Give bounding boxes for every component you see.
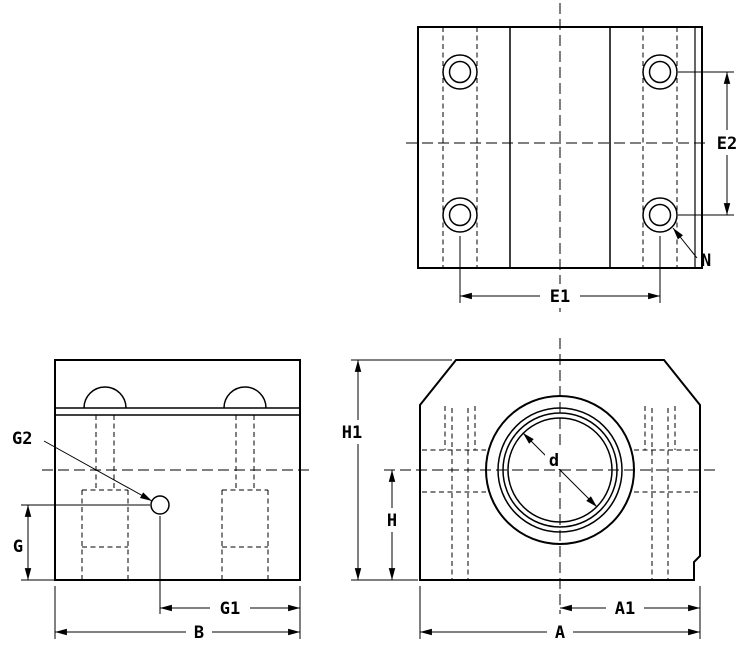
bore-circle (497, 407, 623, 533)
housing-boss-circle (485, 395, 635, 545)
oil-hole (150, 495, 170, 515)
top-view-outline (417, 26, 703, 269)
front-view-outline (419, 359, 701, 581)
front-view: d H1 H A1 A (334, 338, 716, 643)
bolt-hole-bottom-left (442, 197, 478, 233)
dim-label-e1: E1 (550, 287, 570, 307)
dimension-h1: H1 (334, 359, 452, 581)
callout-g2: G2 (12, 429, 153, 502)
bolt-hole-top-left (442, 54, 478, 90)
bolt-hole-bottom-right (642, 197, 678, 233)
callout-n: N (672, 227, 711, 271)
dim-label-h: H (387, 511, 397, 531)
dim-label-g: G (13, 537, 23, 557)
side-view: G2 G G1 B (12, 359, 314, 643)
dimension-e1: E1 (459, 236, 661, 308)
dim-label-d: d (549, 451, 559, 471)
hidden-hole-right (221, 415, 269, 580)
dimension-d: d (522, 432, 598, 508)
dim-label-g1: G1 (220, 599, 240, 619)
hidden-hole-left (81, 415, 129, 580)
hidden-bolt-hole-left (444, 406, 476, 580)
top-view: E2 E1 N (406, 3, 744, 312)
dimension-g: G (13, 504, 150, 581)
n-leader-line (672, 227, 698, 259)
bolt-hole-top-right (642, 54, 678, 90)
spotface-arc-left (83, 386, 127, 409)
bore-ring (507, 417, 613, 523)
g2-leader-line (43, 440, 153, 502)
dim-label-a: A (555, 623, 565, 643)
dimension-a1: A1 (560, 586, 701, 639)
dimension-b: B (54, 586, 300, 643)
dim-label-n: N (701, 251, 711, 271)
spotface-arc-right (223, 386, 267, 409)
dimension-a: A (419, 586, 700, 643)
bore-ring (502, 412, 618, 528)
dimension-e2: E2 (678, 71, 744, 216)
hidden-bolt-hole-right (644, 406, 676, 580)
dimension-g1: G1 (159, 516, 301, 639)
dim-label-g2: G2 (12, 429, 32, 449)
side-view-outline (54, 359, 301, 581)
dim-label-e2: E2 (717, 134, 737, 154)
hidden-wing-edges (422, 449, 698, 493)
dim-label-b: B (194, 623, 204, 643)
dim-label-h1: H1 (342, 423, 362, 443)
dimension-h: H (379, 470, 405, 580)
dim-label-a1: A1 (615, 599, 635, 619)
